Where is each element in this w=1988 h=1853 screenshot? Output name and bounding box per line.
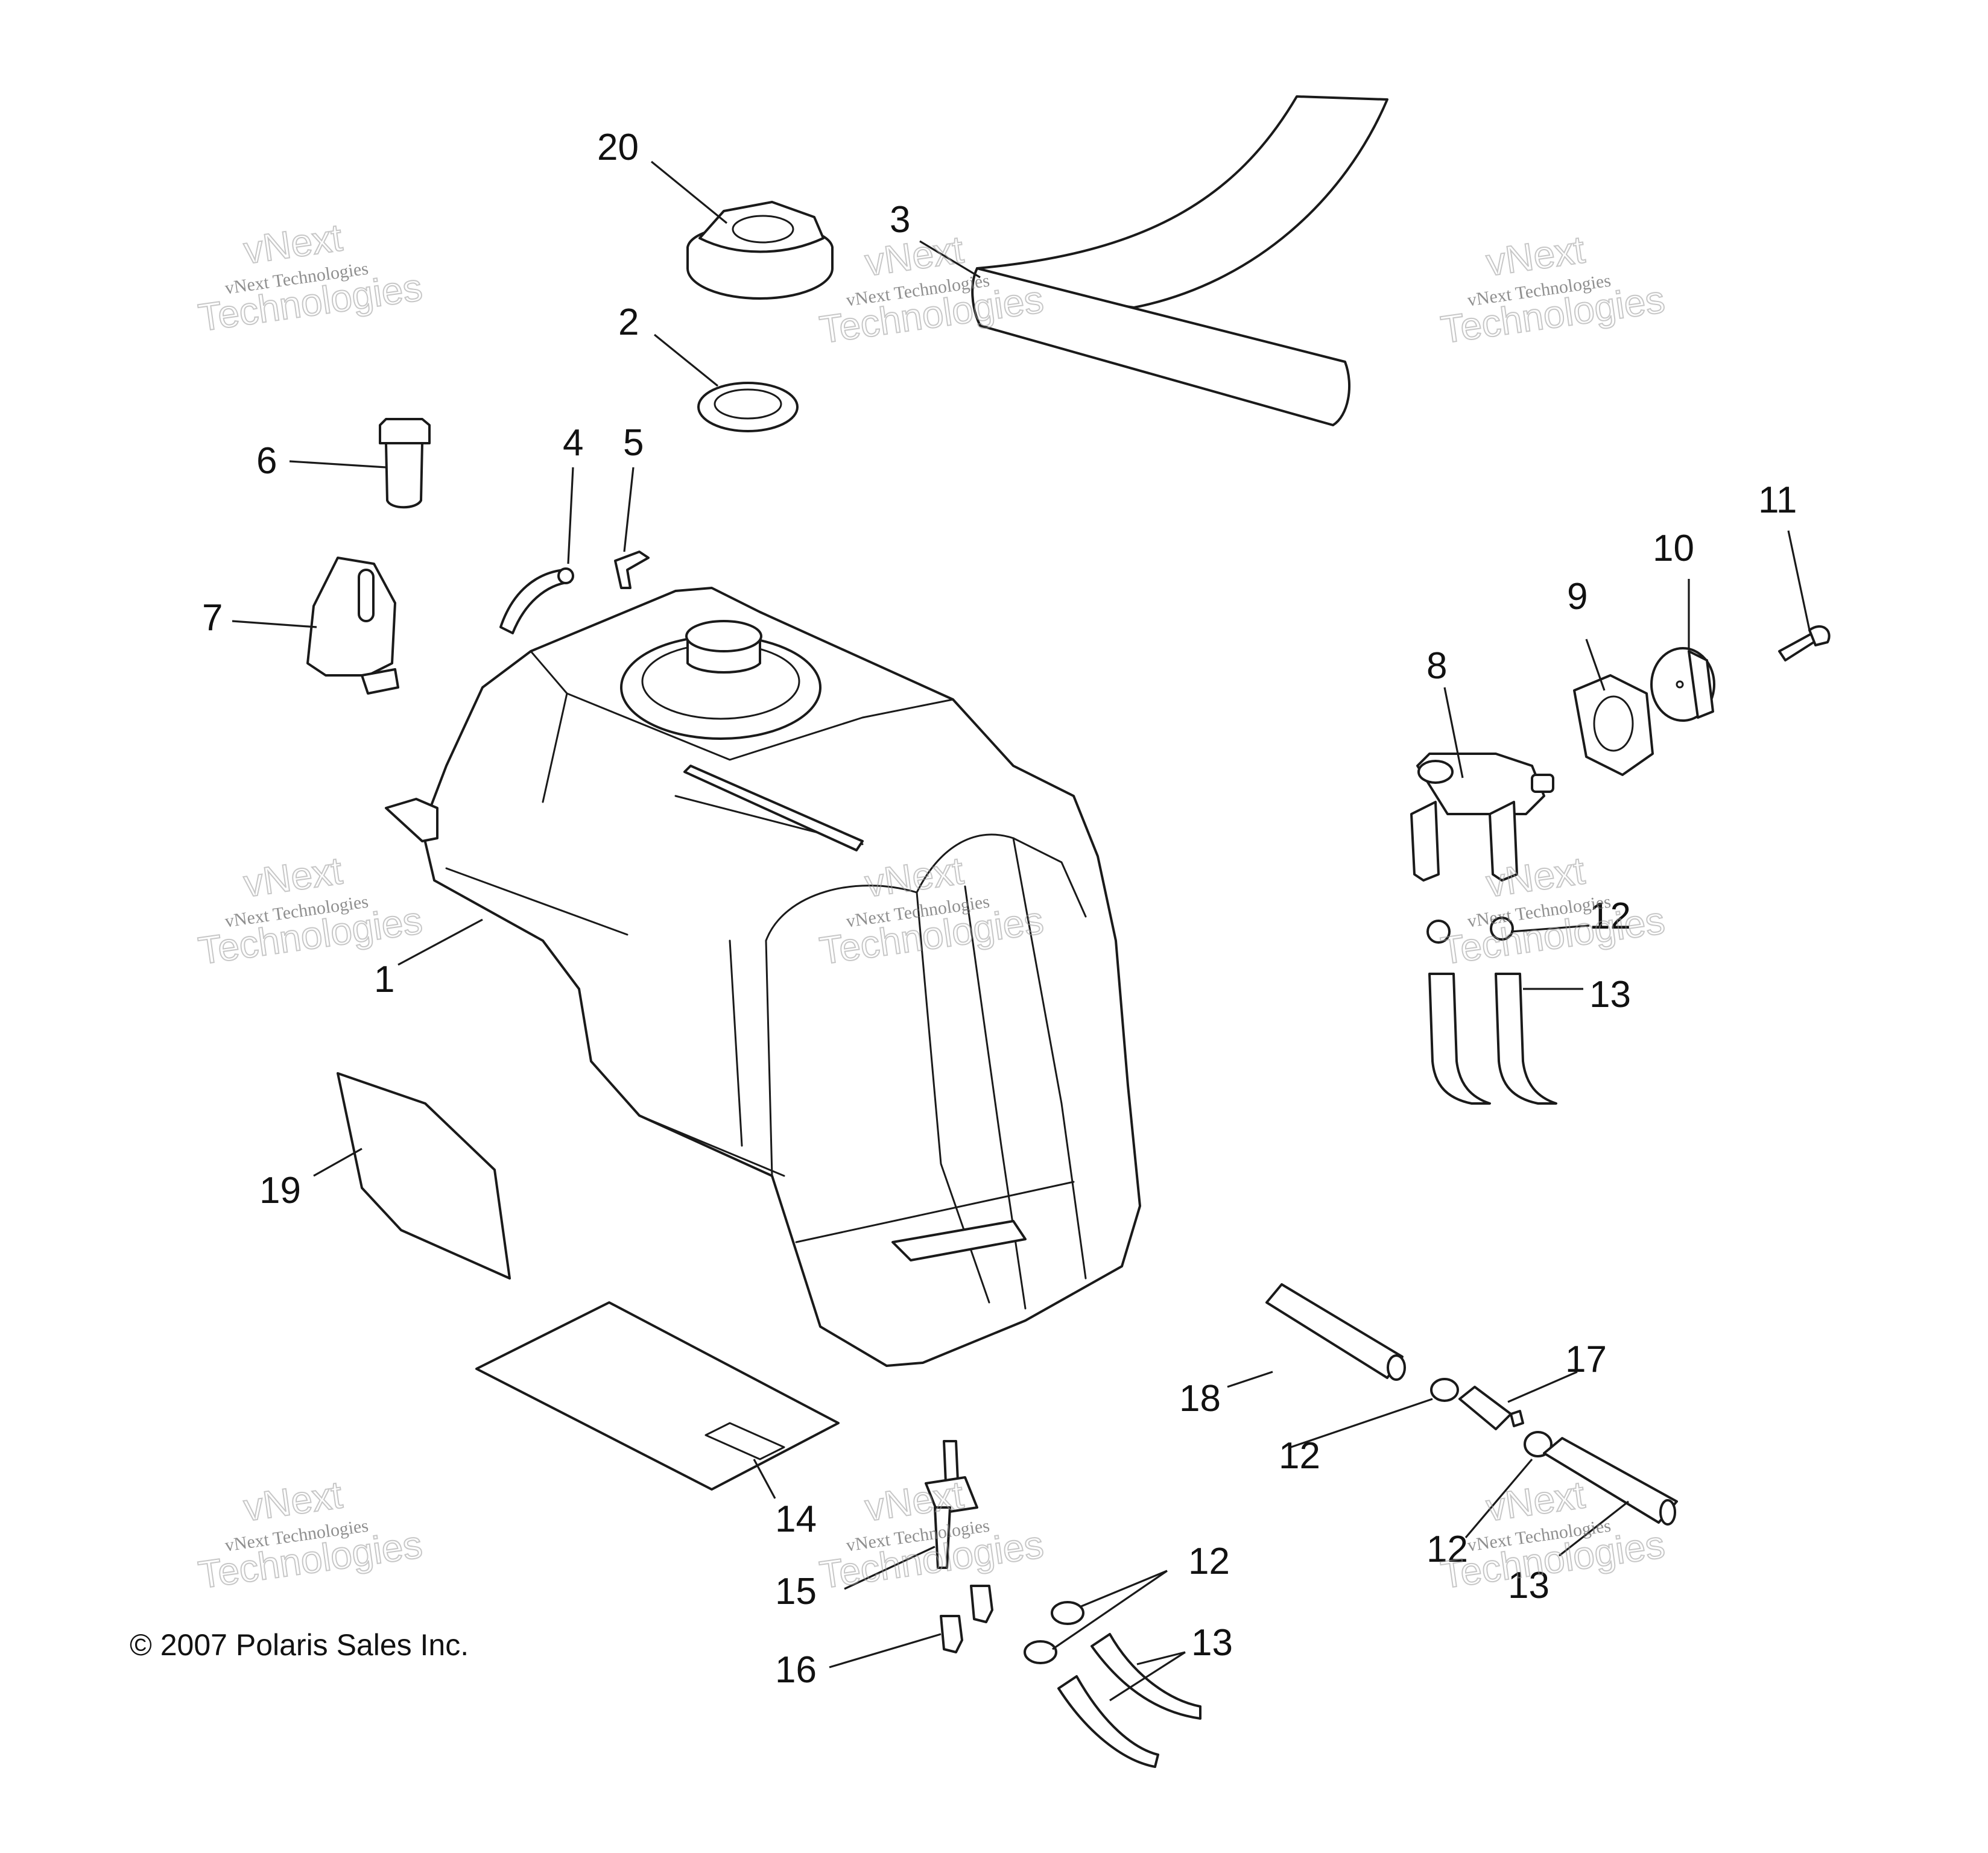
return-hose-part (1524, 1431, 1678, 1526)
hex-nut-part (1573, 674, 1654, 776)
fuel-valve-part (1410, 753, 1554, 882)
hose-clamp-part (1426, 917, 1514, 944)
bottom-clamp-part (1024, 1601, 1084, 1664)
vent-hose-part (499, 567, 574, 634)
callout-12-filter: 12 (1279, 1435, 1320, 1477)
fuel-tank-part (385, 587, 1141, 1367)
callout-11: 11 (1758, 479, 1797, 521)
callout-4: 4 (563, 422, 583, 464)
screw-part (1778, 625, 1831, 661)
callout-13-valve: 13 (1589, 974, 1631, 1015)
fuel-pipe-part (1265, 1283, 1406, 1381)
callout-10: 10 (1653, 528, 1694, 569)
callout-12-return: 12 (1426, 1529, 1468, 1570)
watermark: vNext Technologies vNext Technologies (1437, 848, 1668, 973)
callout-15: 15 (775, 1571, 817, 1612)
mounting-screw-part (940, 1585, 993, 1653)
valve-knob-part (1650, 647, 1715, 722)
callout-18: 18 (1179, 1378, 1221, 1419)
callout-19: 19 (259, 1170, 301, 1211)
callout-12-bottom: 12 (1188, 1541, 1230, 1582)
callout-8: 8 (1426, 645, 1447, 687)
watermark: vNext Technologies vNext Technologies (816, 1472, 1046, 1597)
tank-pad-part (337, 1072, 511, 1280)
callout-14: 14 (775, 1498, 817, 1540)
callout-labels: 20 3 2 6 4 5 7 8 9 10 11 1 12 13 19 14 1… (202, 127, 1797, 1691)
callout-12-valve: 12 (1589, 895, 1631, 937)
bolt-part (379, 418, 431, 509)
callout-20: 20 (597, 127, 639, 168)
callout-13-bottom: 13 (1191, 1622, 1233, 1664)
callout-5: 5 (623, 422, 644, 464)
gasket-ring-part (697, 382, 799, 432)
callout-6: 6 (256, 440, 277, 482)
fuel-hose-part (1428, 973, 1557, 1105)
watermark: vNext Technologies vNext Technologies (195, 848, 425, 973)
base-pad-part (475, 1301, 840, 1491)
watermark: vNext Technologies vNext Technologies (195, 215, 425, 340)
callout-17: 17 (1565, 1339, 1607, 1380)
callout-9: 9 (1567, 576, 1588, 617)
leader-lines (232, 160, 1811, 1702)
callout-1: 1 (374, 959, 394, 1000)
callout-7: 7 (202, 597, 223, 639)
copyright-text: © 2007 Polaris Sales Inc. (130, 1628, 469, 1662)
elbow-fitting-part (614, 551, 650, 589)
bracket-part (306, 557, 399, 695)
watermark: vNext Technologies vNext Technologies (1437, 227, 1668, 352)
fuel-cap-part (686, 201, 834, 300)
callout-13-return: 13 (1508, 1565, 1550, 1606)
callout-16: 16 (775, 1649, 817, 1691)
bottom-hose-part (1057, 1633, 1201, 1768)
callout-3: 3 (890, 199, 910, 241)
fuel-filter-part (1430, 1378, 1524, 1430)
seat-strip-part (971, 95, 1388, 426)
watermarks: vNext Technologies vNext Technologies vN… (195, 215, 1668, 1597)
petcock-part (925, 1440, 978, 1569)
watermark: vNext Technologies vNext Technologies (195, 1472, 425, 1597)
callout-2: 2 (618, 301, 639, 343)
